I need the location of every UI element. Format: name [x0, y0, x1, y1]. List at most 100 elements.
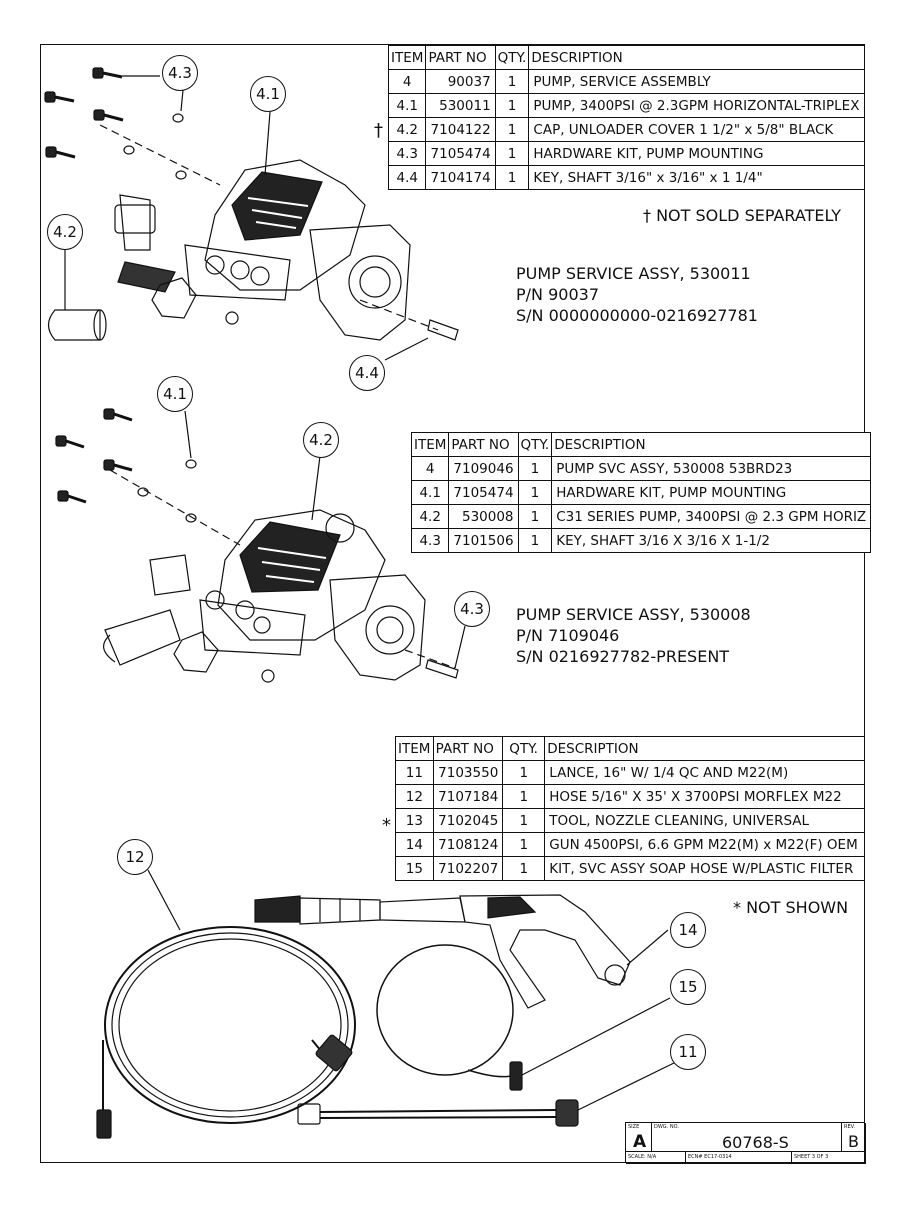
col-qty: QTY. — [502, 736, 546, 761]
table-row: 4.2 7104122 1 CAP, UNLOADER COVER 1 1/2"… — [387, 117, 865, 142]
cell-qty: 1 — [502, 760, 546, 785]
cell-item: 4 — [410, 456, 450, 481]
pump2-bolts — [55, 408, 241, 546]
col-description: DESCRIPTION — [551, 432, 872, 457]
col-description: DESCRIPTION — [544, 736, 865, 761]
unloader-cap — [47, 309, 101, 341]
unloader-cap-end — [93, 309, 107, 341]
cell-qty: 1 — [517, 504, 553, 529]
callout-11: 11 — [670, 1034, 706, 1070]
cell-description: LANCE, 16" W/ 1/4 QC AND M22(M) — [544, 760, 865, 785]
assembly-part-number: P/N 7109046 — [516, 626, 620, 645]
callout-12: 12 — [117, 839, 153, 875]
cell-description: HOSE 5/16" X 35' X 3700PSI MORFLEX M22 — [544, 784, 865, 809]
cell-description: C31 SERIES PUMP, 3400PSI @ 2.3 GPM HORIZ — [551, 504, 872, 529]
sheet-value: SHEET 3 OF 3 — [794, 1154, 829, 1160]
cell-part-no: 7109046 — [448, 456, 519, 481]
table-row: 4.4 7104174 1 KEY, SHAFT 3/16" x 3/16" x… — [387, 165, 865, 190]
cell-description: HARDWARE KIT, PUMP MOUNTING — [528, 141, 865, 166]
cell-qty: 1 — [517, 456, 553, 481]
cell-item: 4.3 — [410, 528, 450, 553]
col-qty: QTY. — [517, 432, 553, 457]
soap-hose — [376, 944, 523, 1091]
not-sold-separately-mark: † — [374, 120, 383, 141]
cell-part-no: 7104174 — [425, 165, 496, 190]
cell-part-no: 530011 — [425, 93, 496, 118]
bom-table-pump-7109046: ITEM PART NO QTY. DESCRIPTION 4 7109046 … — [410, 432, 872, 553]
cell-description: PUMP, SERVICE ASSEMBLY — [528, 69, 865, 94]
drawing-number-cell: DWG. NO. 60768-S — [652, 1123, 842, 1152]
cell-qty: 1 — [502, 832, 546, 857]
title-block: SIZE A DWG. NO. 60768-S REV. B SCALE: N/… — [625, 1122, 866, 1164]
cell-item: 14 — [395, 832, 434, 857]
col-part-no: PART NO — [432, 736, 504, 761]
revision-label: REV. — [844, 1124, 855, 1130]
cell-part-no: 7103550 — [432, 760, 504, 785]
cell-item: 15 — [395, 856, 434, 881]
assembly-serial-range: S/N 0216927782-PRESENT — [516, 647, 730, 666]
bom-table-pump-90037: ITEM PART NO QTY. DESCRIPTION 4 90037 1 … — [387, 45, 865, 190]
cell-qty: 1 — [502, 856, 546, 881]
cell-description: TOOL, NOZZLE CLEANING, UNIVERSAL — [544, 808, 865, 833]
scale-value: SCALE: N/A — [628, 1154, 657, 1160]
cell-item: 4.1 — [410, 480, 450, 505]
cell-qty: 1 — [494, 141, 530, 166]
cell-part-no: 7101506 — [448, 528, 519, 553]
pump1-bolts — [44, 67, 221, 186]
cell-qty: 1 — [494, 69, 530, 94]
cell-item: 4.2 — [387, 117, 427, 142]
col-item: ITEM — [410, 432, 450, 457]
col-part-no: PART NO — [425, 45, 496, 70]
callout-14: 14 — [670, 912, 706, 948]
table-row: 11 7103550 1 LANCE, 16" W/ 1/4 QC AND M2… — [395, 760, 865, 785]
table-row: 4 7109046 1 PUMP SVC ASSY, 530008 53BRD2… — [410, 456, 872, 481]
revision-cell: REV. B — [842, 1123, 866, 1152]
cell-part-no: 7107184 — [432, 784, 504, 809]
cell-item: 4.2 — [410, 504, 450, 529]
bom-table-accessories: ITEM PART NO QTY. DESCRIPTION 11 7103550… — [395, 736, 865, 881]
table-header-row: ITEM PART NO QTY. DESCRIPTION — [395, 736, 865, 761]
col-qty: QTY. — [494, 45, 530, 70]
table-header-row: ITEM PART NO QTY. DESCRIPTION — [410, 432, 872, 457]
cell-description: CAP, UNLOADER COVER 1 1/2" x 5/8" BLACK — [528, 117, 865, 142]
callout-4-2: 4.2 — [303, 422, 339, 458]
cell-part-no: 7102207 — [432, 856, 504, 881]
cell-item: 11 — [395, 760, 434, 785]
callout-4-1: 4.1 — [157, 376, 193, 412]
pump1-body — [114, 159, 459, 341]
table-row: 14 7108124 1 GUN 4500PSI, 6.6 GPM M22(M)… — [395, 832, 865, 857]
cell-item: 13 — [395, 808, 434, 833]
drawing-frame — [40, 44, 865, 1163]
cell-qty: 1 — [517, 480, 553, 505]
assembly-info-530008: PUMP SERVICE ASSY, 530008 P/N 7109046 S/… — [516, 604, 751, 667]
cell-description: PUMP SVC ASSY, 530008 53BRD23 — [551, 456, 872, 481]
cell-item: 12 — [395, 784, 434, 809]
revision-value: B — [848, 1132, 859, 1151]
cell-qty: 1 — [502, 784, 546, 809]
cell-item: 4 — [387, 69, 427, 94]
table-row: 13 7102045 1 TOOL, NOZZLE CLEANING, UNIV… — [395, 808, 865, 833]
col-part-no: PART NO — [448, 432, 519, 457]
col-description: DESCRIPTION — [528, 45, 865, 70]
table-row: 12 7107184 1 HOSE 5/16" X 35' X 3700PSI … — [395, 784, 865, 809]
lance — [297, 1099, 579, 1127]
cell-item: 4.3 — [387, 141, 427, 166]
callout-4-3: 4.3 — [454, 591, 490, 627]
cell-qty: 1 — [494, 93, 530, 118]
table-row: 4.2 530008 1 C31 SERIES PUMP, 3400PSI @ … — [410, 504, 872, 529]
cell-description: KEY, SHAFT 3/16" x 3/16" x 1 1/4" — [528, 165, 865, 190]
col-item: ITEM — [387, 45, 427, 70]
callout-4-3: 4.3 — [162, 55, 198, 91]
cell-part-no: 90037 — [425, 69, 496, 94]
sheet-cell: SHEET 3 OF 3 — [792, 1152, 866, 1164]
scale-cell: SCALE: N/A — [626, 1152, 686, 1164]
col-item: ITEM — [395, 736, 434, 761]
assembly-serial-range: S/N 0000000000-0216927781 — [516, 306, 758, 325]
cell-description: GUN 4500PSI, 6.6 GPM M22(M) x M22(F) OEM — [544, 832, 865, 857]
drawing-number: 60768-S — [722, 1133, 789, 1152]
table-row: 15 7102207 1 KIT, SVC ASSY SOAP HOSE W/P… — [395, 856, 865, 881]
callout-4-1: 4.1 — [250, 76, 286, 112]
ecn-value: ECN# EC17-0314 — [688, 1154, 732, 1160]
cell-part-no: 7104122 — [425, 117, 496, 142]
table-row: 4.3 7101506 1 KEY, SHAFT 3/16 X 3/16 X 1… — [410, 528, 872, 553]
